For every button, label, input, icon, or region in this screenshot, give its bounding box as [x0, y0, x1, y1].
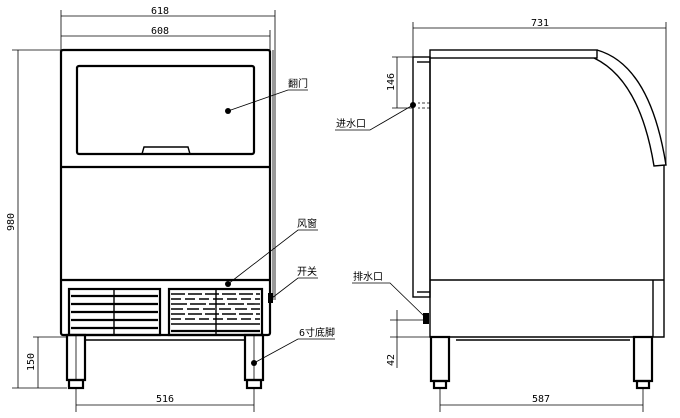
svg-text:6寸底脚: 6寸底脚	[299, 326, 335, 339]
front-leg-left	[65, 333, 87, 390]
dim-overall-width: 618	[151, 6, 169, 17]
curved-lid	[593, 49, 667, 167]
callout-feet: 6寸底脚	[251, 326, 335, 366]
dim-side-leg-spacing: 587	[532, 394, 550, 405]
callout-drain: 排水口	[352, 270, 425, 317]
side-leg-left	[429, 335, 451, 390]
callout-door: 翻门	[225, 77, 308, 114]
vent-grille-right	[167, 287, 264, 337]
svg-text:进水口: 进水口	[336, 118, 366, 130]
dimension-lines	[12, 10, 276, 412]
svg-text:排水口: 排水口	[353, 270, 383, 283]
svg-text:风窗: 风窗	[297, 217, 317, 230]
side-view: 731 146 42 587 进水口 排水口	[335, 18, 667, 412]
callout-vent: 风窗	[225, 217, 318, 287]
back-panel	[412, 56, 431, 298]
svg-text:翻门: 翻门	[288, 77, 308, 90]
door-window	[75, 64, 256, 156]
dim-inlet-height: 146	[386, 73, 397, 91]
top-cap	[429, 49, 598, 59]
callout-water-inlet: 进水口	[335, 102, 416, 131]
side-dimension-lines	[390, 22, 667, 412]
front-body	[59, 48, 272, 337]
switch	[268, 293, 273, 303]
dim-height: 980	[6, 213, 17, 231]
callout-switch: 开关	[271, 265, 318, 299]
drain-outlet	[423, 313, 429, 324]
dim-leg-height: 150	[26, 353, 37, 371]
front-view: 618 608 980 150 516 翻门 风窗 开关 6寸底脚	[6, 6, 335, 412]
dim-depth: 731	[531, 18, 549, 29]
door-handle	[141, 146, 191, 155]
dim-body-width: 608	[151, 26, 169, 37]
vent-grille-left	[67, 287, 162, 337]
side-leg-right	[632, 335, 654, 390]
svg-text:开关: 开关	[297, 265, 317, 278]
dim-leg-spacing: 516	[156, 394, 174, 405]
dim-drain-height: 42	[386, 354, 397, 366]
